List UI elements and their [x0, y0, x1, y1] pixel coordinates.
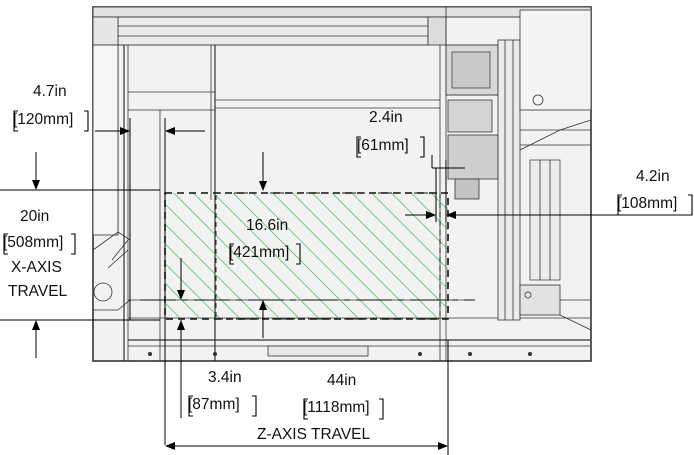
z-travel-in-label: 44in	[327, 372, 356, 389]
right-offset-mm-label: [108mm]	[617, 195, 677, 212]
dimension-lines	[0, 118, 690, 455]
bottom-offset-in-label: 3.4in	[208, 369, 242, 386]
dim-left-offset: 4.7in [120mm]	[13, 83, 73, 128]
top-gap-in-label: 2.4in	[369, 109, 403, 126]
inner-travel-outline	[215, 192, 441, 320]
top-gap-mm-label: [61mm]	[357, 137, 409, 154]
left-offset-in-label: 4.7in	[33, 83, 67, 100]
dim-top-gap: 2.4in [61mm]	[357, 109, 409, 154]
x-travel-label-line1: X-AXIS	[11, 259, 62, 276]
travel-envelope	[140, 192, 475, 320]
z-travel-mm-label: [1118mm]	[303, 399, 370, 416]
dim-bottom-offset: 3.4in [87mm]	[188, 369, 242, 413]
inner-height-in-label: 16.6in	[246, 217, 288, 234]
x-travel-in-label: 20in	[20, 208, 49, 225]
mm-brackets	[3, 110, 693, 420]
left-offset-mm-label: [120mm]	[13, 111, 73, 128]
dim-inner-height: 16.6in [421mm]	[229, 217, 289, 261]
z-travel-label: Z-AXIS TRAVEL	[257, 426, 371, 443]
dim-x-travel: 20in [508mm] X-AXIS TRAVEL	[3, 208, 68, 300]
bottom-offset-mm-label: [87mm]	[188, 396, 240, 413]
right-offset-in-label: 4.2in	[636, 168, 670, 185]
dim-z-travel: 44in [1118mm] Z-AXIS TRAVEL	[257, 372, 371, 443]
travel-area-hatch	[164, 192, 449, 320]
dim-right-offset: 4.2in [108mm]	[617, 168, 677, 212]
inner-height-mm-label: [421mm]	[229, 244, 289, 261]
x-travel-mm-label: [508mm]	[3, 234, 63, 251]
x-travel-label-line2: TRAVEL	[8, 283, 68, 300]
